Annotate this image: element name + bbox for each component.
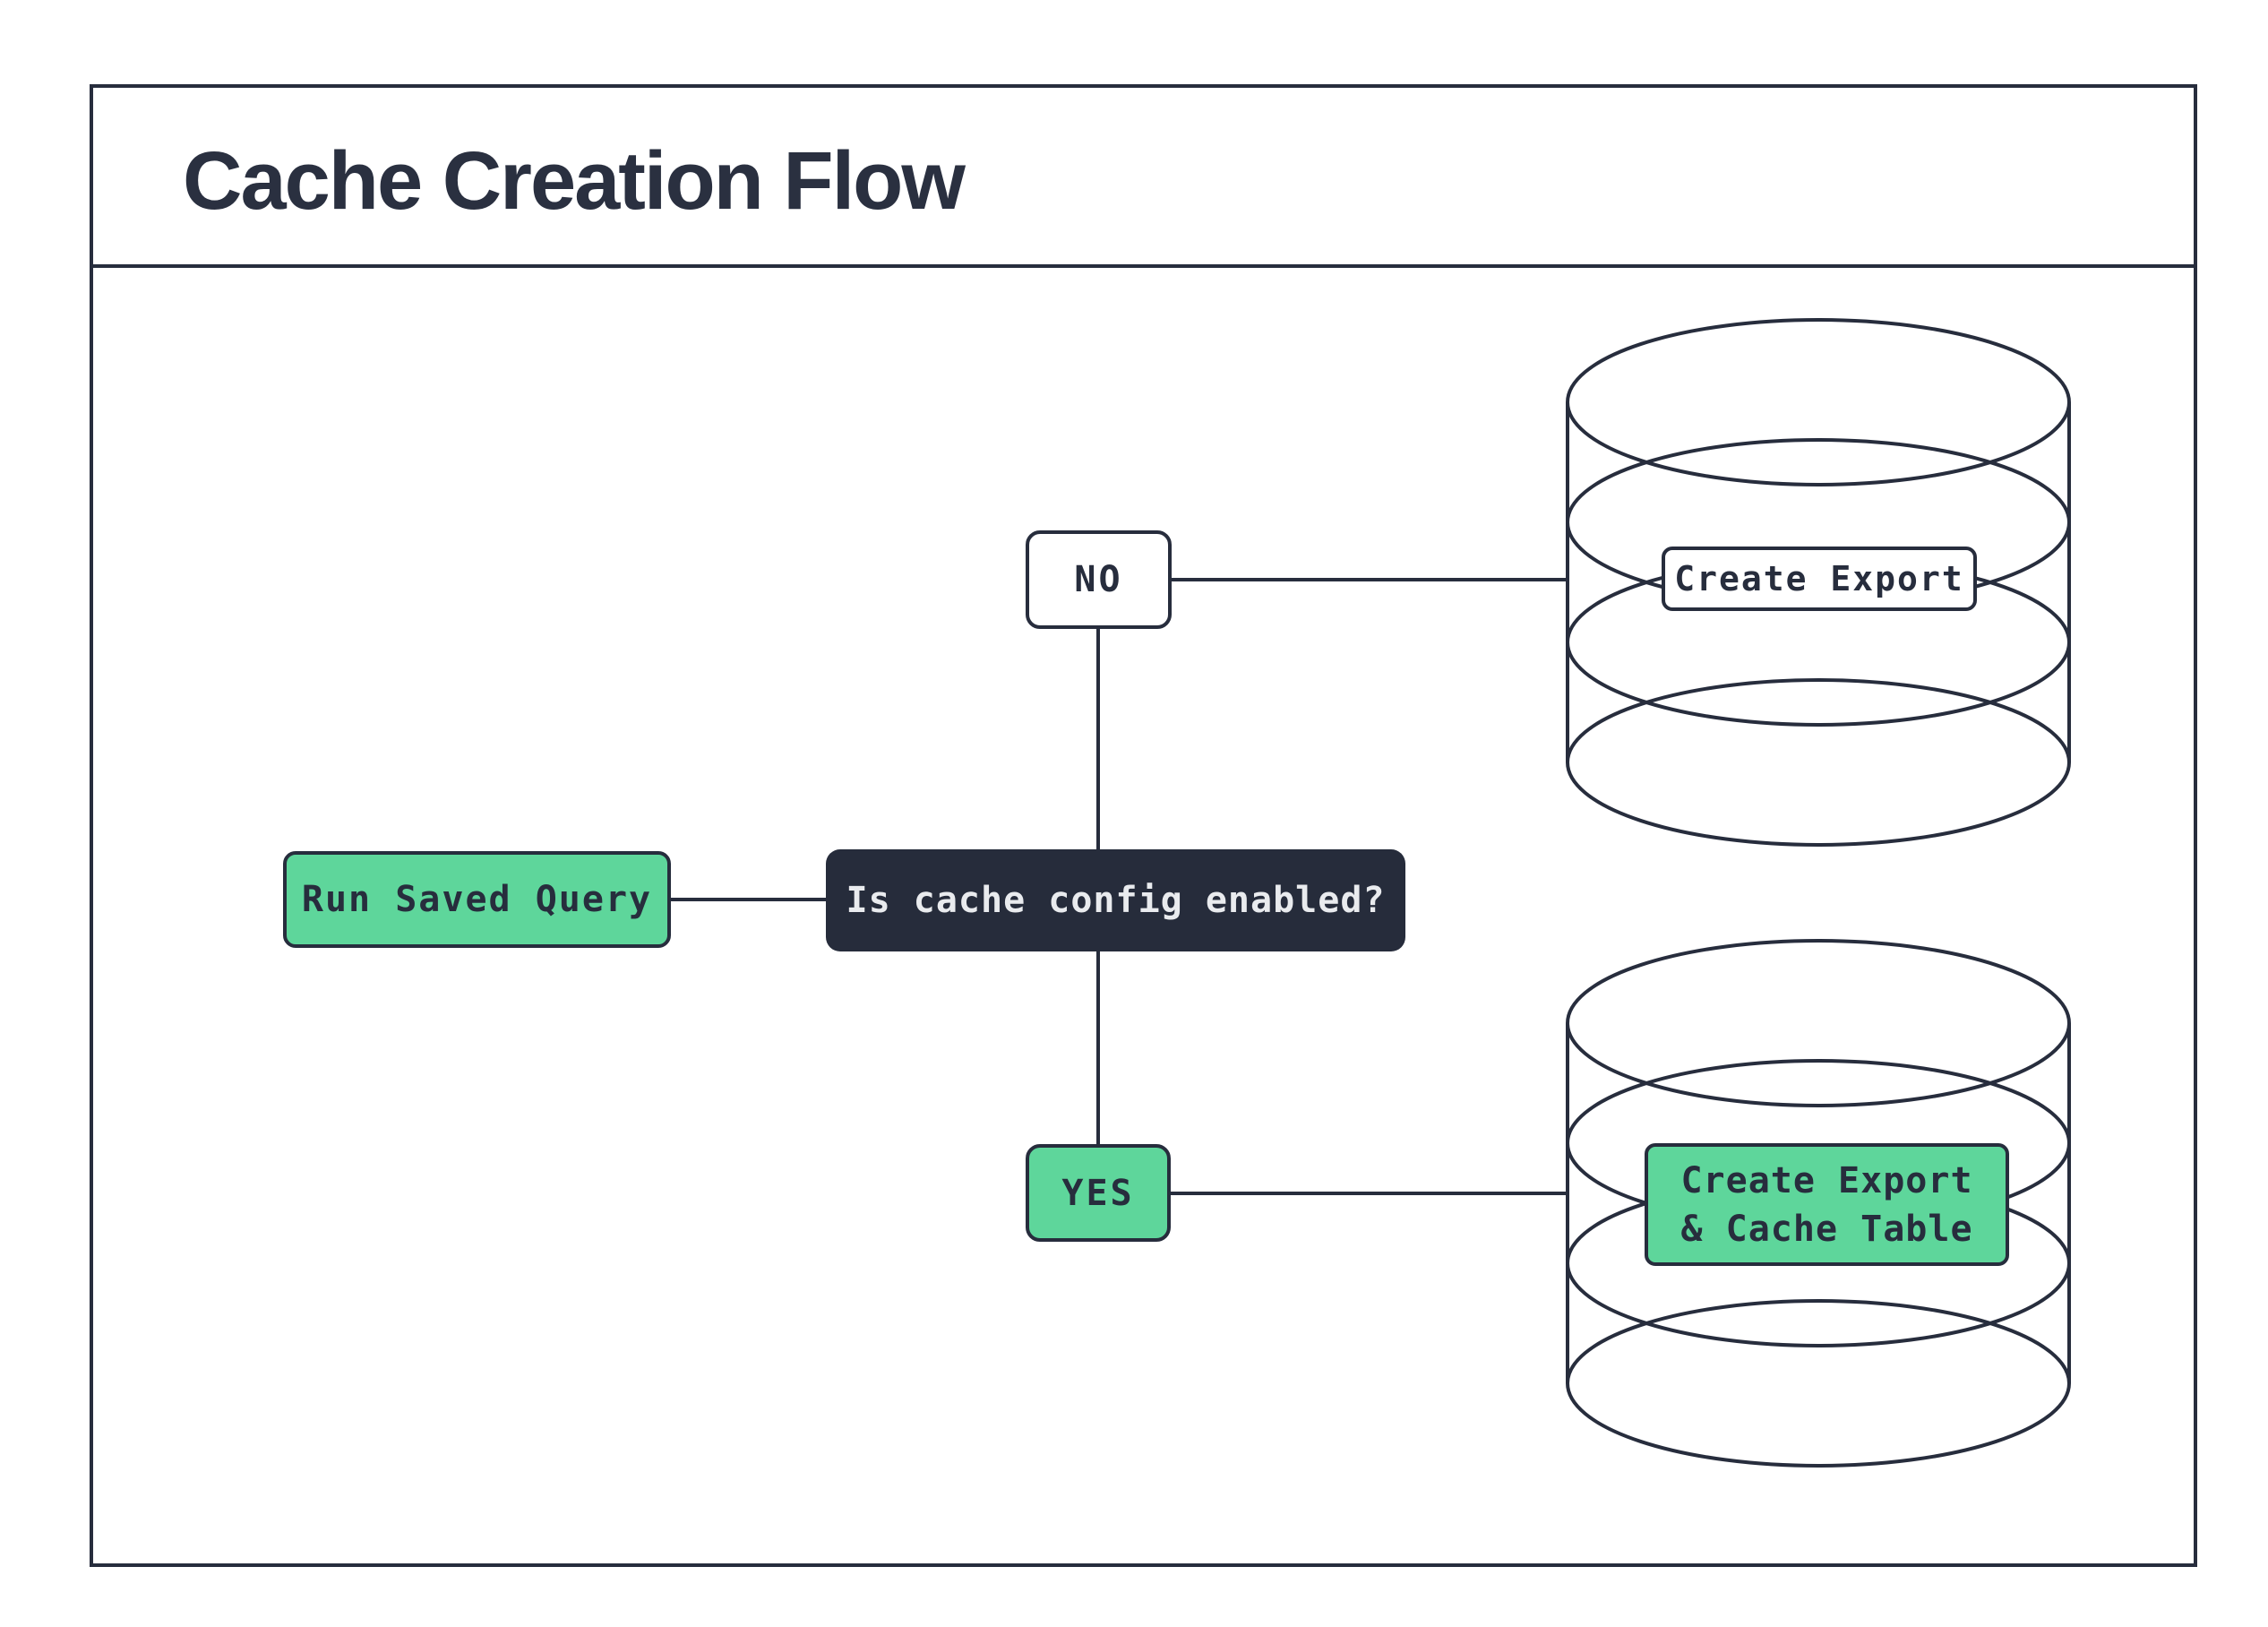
no-branch-badge: NO <box>1026 530 1172 629</box>
page-title: Cache Creation Flow <box>183 135 966 227</box>
flowchart-frame <box>90 84 2197 1567</box>
connector-yes-to-database <box>1171 1192 1566 1195</box>
connector-start-to-decision <box>671 898 826 901</box>
create-export-label: Create Export <box>1662 547 1977 611</box>
title-divider <box>90 264 2197 268</box>
yes-branch-badge: YES <box>1026 1144 1171 1242</box>
create-export-cache-table-label: Create Export & Cache Table <box>1645 1143 2009 1266</box>
connector-decision-to-no <box>1096 629 1100 849</box>
connector-decision-to-yes <box>1096 951 1100 1144</box>
start-node-run-saved-query: Run Saved Query <box>283 851 671 948</box>
create-export-cache-table-line2: & Cache Table <box>1680 1208 1973 1250</box>
decision-node-cache-config: Is cache config enabled? <box>826 849 1405 951</box>
connector-no-to-database <box>1172 578 1566 581</box>
create-export-cache-table-line1: Create Export <box>1680 1159 1973 1201</box>
